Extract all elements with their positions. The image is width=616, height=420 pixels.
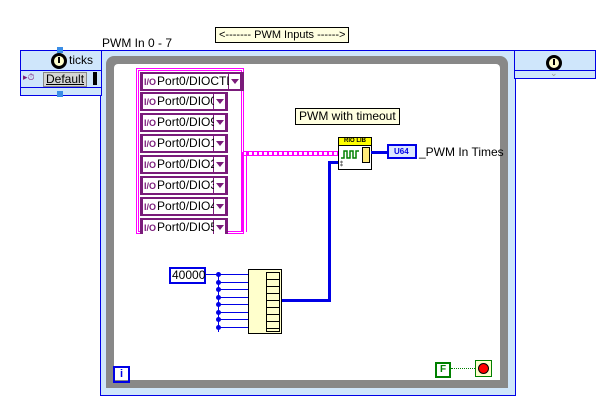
resize-handle-top[interactable] bbox=[57, 47, 63, 53]
io-cluster-wire[interactable] bbox=[244, 151, 339, 156]
boolean-wire bbox=[451, 368, 475, 369]
timeout-clock-icon-right bbox=[546, 55, 562, 71]
timeout-clock-icon bbox=[51, 53, 67, 69]
subvi-banner: RIO LIB bbox=[339, 138, 371, 146]
io-cluster-wire-vertical bbox=[242, 152, 247, 232]
event-selector[interactable]: Default bbox=[43, 72, 88, 87]
io-control-dio1[interactable]: I/OPort0/DIO1 bbox=[140, 134, 228, 153]
dropdown-arrow-icon[interactable] bbox=[214, 157, 225, 172]
timeout-wire-top[interactable] bbox=[328, 161, 338, 164]
io-control-dio9[interactable]: I/OPort0/DIO9 bbox=[140, 113, 228, 132]
iteration-terminal: i bbox=[113, 366, 130, 383]
output-wire[interactable] bbox=[371, 151, 387, 154]
event-structure-label: PWM In 0 - 7 bbox=[102, 36, 173, 50]
timeout-wire-vertical[interactable] bbox=[328, 161, 331, 301]
io-control-dio3[interactable]: I/OPort0/DIO3 bbox=[140, 176, 228, 195]
ruler-icon bbox=[362, 147, 370, 163]
wire-junction-dot bbox=[216, 287, 221, 292]
dropdown-arrow-icon[interactable] bbox=[214, 199, 225, 214]
pwm-waveform-icon bbox=[341, 150, 359, 159]
dropdown-arrow-icon[interactable] bbox=[214, 115, 225, 130]
u64-array-indicator[interactable]: U64 bbox=[387, 144, 417, 159]
wire-junction-dot bbox=[216, 302, 221, 307]
io-control-dio0[interactable]: I/OPort0/DIO0 bbox=[140, 92, 228, 111]
stop-icon bbox=[478, 363, 489, 374]
constant-wire bbox=[206, 274, 220, 275]
expand-chevron-icon[interactable]: ⌄ bbox=[550, 68, 558, 78]
event-scroll-marker bbox=[93, 72, 97, 85]
dropdown-arrow-icon[interactable] bbox=[214, 178, 225, 193]
dropdown-arrow-icon[interactable] bbox=[214, 136, 225, 151]
boolean-false-constant[interactable]: F bbox=[435, 362, 451, 378]
wire-junction-dot bbox=[216, 317, 221, 322]
indicator-label: _PWM In Times bbox=[419, 145, 504, 159]
build-array-input-wire bbox=[218, 274, 250, 275]
build-array-input-wire bbox=[218, 289, 250, 290]
timeout-terminal-icon: ⁑ bbox=[340, 162, 343, 168]
build-array-input-wire bbox=[218, 319, 250, 320]
build-array-input-wire bbox=[218, 311, 250, 313]
numeric-constant[interactable]: 40000 bbox=[169, 267, 206, 284]
build-array-input-wire bbox=[218, 281, 250, 283]
section-comment: <------- PWM Inputs ------> bbox=[215, 27, 350, 43]
resize-handle-bottom[interactable] bbox=[57, 91, 63, 97]
pwm-subvi[interactable]: RIO LIB ⁑ bbox=[338, 137, 372, 170]
io-control-dio2[interactable]: I/OPort0/DIO2 bbox=[140, 155, 228, 174]
wire-junction-dot bbox=[216, 272, 221, 277]
wire-junction-dot bbox=[216, 279, 221, 285]
timeout-label: ticks bbox=[69, 53, 93, 67]
dropdown-arrow-icon[interactable] bbox=[214, 94, 225, 109]
event-timestamp-icon: ▸⏱ bbox=[23, 72, 35, 82]
wire-junction-dot bbox=[216, 294, 221, 300]
dropdown-arrow-icon[interactable] bbox=[229, 74, 240, 89]
build-array-node[interactable] bbox=[248, 269, 282, 334]
event-data-node[interactable]: ticks ▸⏱ Default bbox=[20, 50, 102, 96]
subvi-comment: PWM with timeout bbox=[295, 108, 400, 125]
io-control-dioctl[interactable]: I/OPort0/DIOCTL bbox=[140, 72, 244, 91]
dropdown-arrow-icon[interactable] bbox=[214, 220, 225, 235]
io-control-dio5[interactable]: I/OPort0/DIO5 bbox=[140, 218, 228, 235]
timeout-wire-bottom[interactable] bbox=[280, 299, 331, 302]
event-timeout-node[interactable]: ⌄ bbox=[514, 50, 596, 79]
build-array-input-wire bbox=[218, 326, 250, 328]
stop-terminal[interactable] bbox=[475, 360, 492, 377]
io-control-dio4[interactable]: I/OPort0/DIO4 bbox=[140, 197, 228, 216]
wire-junction-dot bbox=[216, 309, 221, 315]
array-grid-icon bbox=[266, 272, 280, 332]
build-array-input-wire bbox=[218, 296, 250, 298]
wire-junction-dot bbox=[216, 324, 221, 330]
build-array-input-wire bbox=[218, 304, 250, 305]
io-icon: I/O bbox=[144, 77, 157, 87]
